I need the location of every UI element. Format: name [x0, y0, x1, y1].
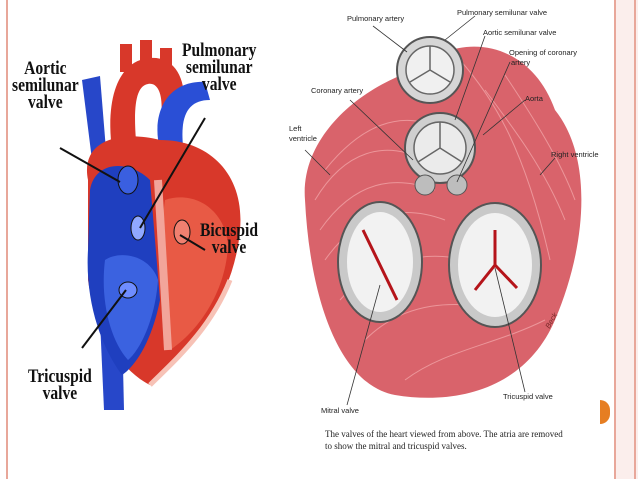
tricuspid-valve-label-right: Tricuspid valve [503, 392, 553, 401]
coronary-artery-label: Coronary artery [311, 86, 364, 95]
heart-section-illustration [59, 40, 241, 410]
right-border-line-outer [634, 0, 636, 479]
right-ventricle-label: Right ventricle [551, 150, 599, 159]
heart-section-figure: Aortic semilunar valve Pulmonary semilun… [0, 0, 290, 479]
left-border-line [6, 0, 8, 479]
valves-top-view-figure: Pulmonary artery Pulmonary semilunar val… [285, 0, 615, 479]
aortic-semilunar-valve-label-right: Aortic semilunar valve [483, 28, 557, 37]
pulmonary-semilunar-valve-label: Pulmonary semilunar valve [182, 40, 257, 95]
aortic-semilunar-valve-label: Aortic semilunar valve [12, 58, 79, 113]
mitral-valve-label: Mitral valve [321, 406, 359, 415]
aorta-label: Aorta [525, 94, 543, 103]
left-ventricle-label: Left ventricle [289, 124, 317, 143]
opening-coronary-artery-label: Opening of coronary artery [509, 48, 577, 67]
right-border-line [614, 0, 616, 479]
valves-top-view-illustration [304, 15, 582, 406]
figure-caption: The valves of the heart viewed from abov… [325, 429, 563, 451]
tricuspid-valve-label: Tricuspid valve [28, 366, 92, 404]
slide-bullet-marker [600, 400, 610, 424]
pulmonary-artery-label: Pulmonary artery [347, 14, 405, 23]
bicuspid-valve-label: Bicuspid valve [200, 220, 259, 258]
pulmonary-semilunar-valve-label-right: Pulmonary semilunar valve [457, 8, 548, 17]
